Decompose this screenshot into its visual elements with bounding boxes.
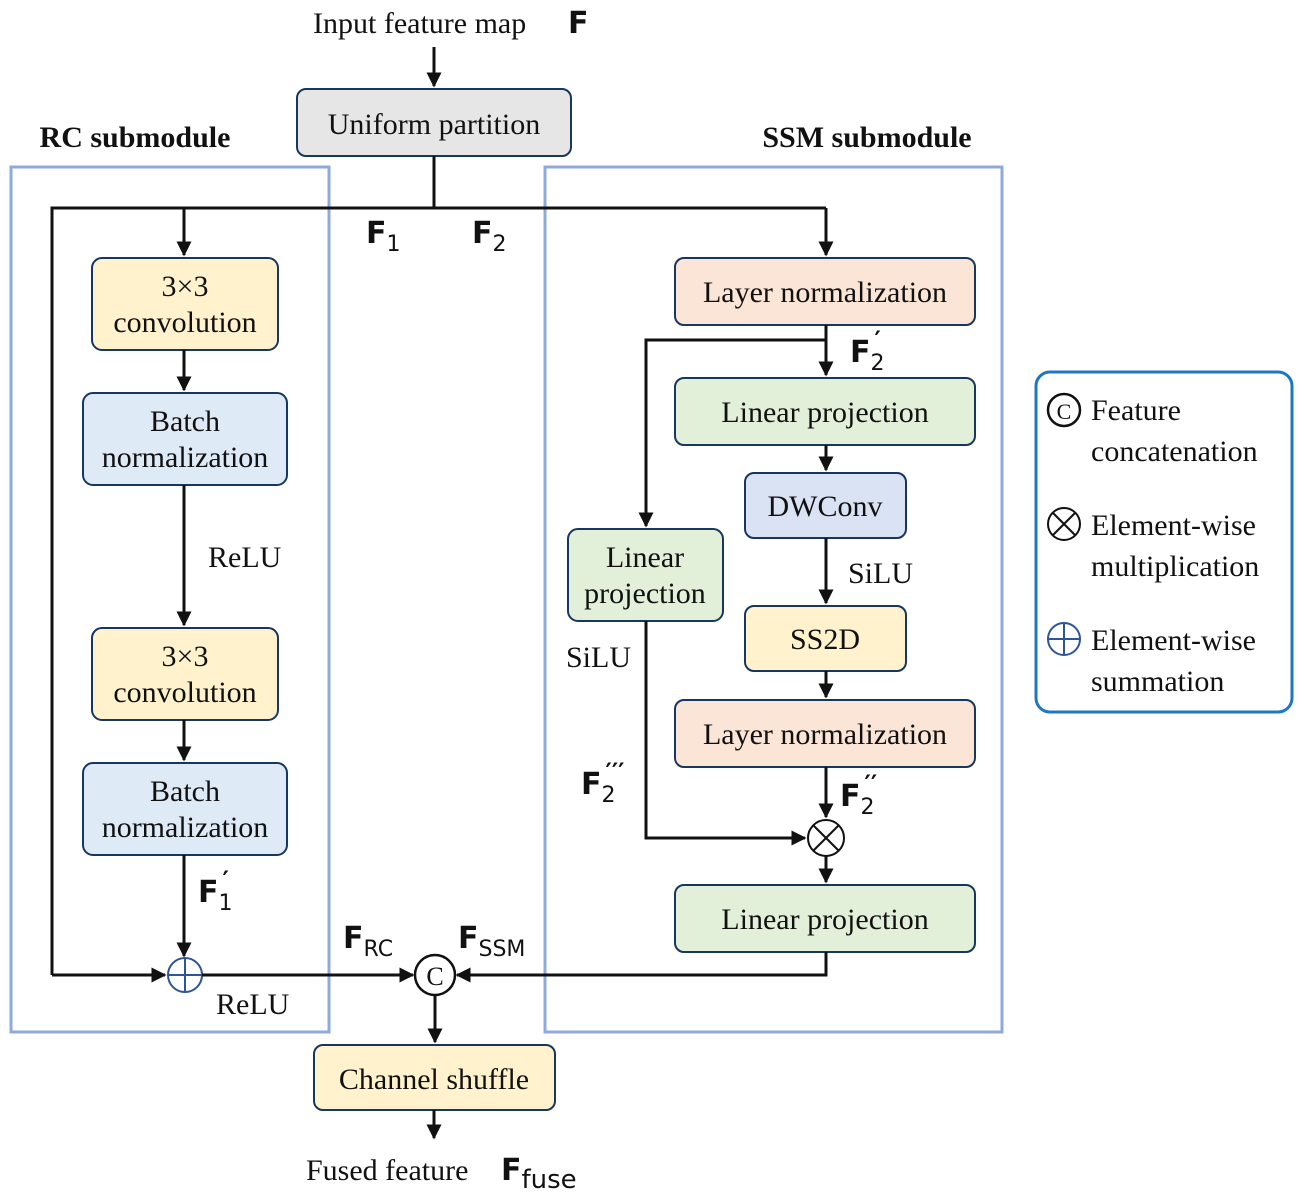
split-bus-line <box>50 206 826 975</box>
ssm-side-branch-arrow <box>638 338 826 528</box>
ssm-ln1-label: Layer normalization <box>703 276 947 309</box>
ssm-lp-out-label: Linear projection <box>721 903 928 936</box>
rc-conv1-line1: 3×3 <box>162 270 209 303</box>
rc-relu-out: ReLU <box>216 988 290 1021</box>
rc-bn2-line2: normalization <box>102 811 269 844</box>
multiply-icon <box>807 819 845 857</box>
f2-prime-label: F2′ <box>850 326 885 376</box>
channel-shuffle-label: Channel shuffle <box>339 1063 529 1096</box>
f2-tprime-label: F2′′′ <box>581 758 624 808</box>
svg-text:C: C <box>1057 399 1072 424</box>
rc-conv2-line1: 3×3 <box>162 640 209 673</box>
rc-submodule-title: RC submodule <box>40 121 231 154</box>
rc-relu-mid: ReLU <box>208 541 282 574</box>
rc-bn1-line1: Batch <box>150 405 220 438</box>
legend-concat-line2: concatenation <box>1091 435 1258 468</box>
f1-prime-label: F1′ <box>198 866 233 916</box>
input-label: Input feature map <box>313 7 526 40</box>
f1-label: F1 <box>366 216 401 257</box>
fssm-arrow <box>455 952 828 983</box>
ssm-ss2d-label: SS2D <box>790 623 860 656</box>
rc-bn1-line2: normalization <box>102 441 269 474</box>
legend-concat-line1: Feature <box>1091 394 1181 427</box>
uniform-partition-label: Uniform partition <box>328 108 540 141</box>
output-label: Fused feature <box>306 1154 468 1187</box>
ssm-submodule-title: SSM submodule <box>762 121 971 154</box>
ssm-silu2: SiLU <box>566 641 631 674</box>
legend-concat-icon: C <box>1046 392 1082 428</box>
ssm-lp1-label: Linear projection <box>721 396 928 429</box>
legend-box <box>1034 370 1294 714</box>
svg-text:C: C <box>426 962 443 991</box>
f2-label: F2 <box>472 216 507 257</box>
rc-bn2-line1: Batch <box>150 775 220 808</box>
plus-icon <box>167 957 203 993</box>
concat-icon: C <box>413 953 457 997</box>
ssm-lp-side-line2: projection <box>584 577 706 610</box>
rc-conv2-line2: convolution <box>113 676 256 709</box>
legend-plus-icon <box>1047 622 1081 656</box>
ssm-submodule-frame <box>543 165 1004 1034</box>
output-symbol: Ffuse <box>501 1153 577 1195</box>
legend-mult-line1: Element-wise <box>1091 509 1256 542</box>
rc-submodule-frame <box>9 165 331 1034</box>
rc-conv1-line2: convolution <box>113 306 256 339</box>
legend-multiply-icon <box>1047 507 1081 541</box>
ssm-silu1: SiLU <box>848 557 913 590</box>
frc-label: FRC <box>343 921 393 962</box>
legend-mult-line2: multiplication <box>1091 550 1259 583</box>
ssm-lp-side-line1: Linear <box>606 541 684 574</box>
input-symbol: F <box>568 6 589 41</box>
legend-sum-line2: summation <box>1091 665 1224 698</box>
ssm-ln2-label: Layer normalization <box>703 718 947 751</box>
ssm-dwconv-label: DWConv <box>768 490 883 523</box>
f2-dprime-label: F2′′ <box>840 770 877 820</box>
fssm-label: FSSM <box>458 921 525 962</box>
legend-sum-line1: Element-wise <box>1091 624 1256 657</box>
ssm-side-to-mult-arrow <box>644 621 807 846</box>
